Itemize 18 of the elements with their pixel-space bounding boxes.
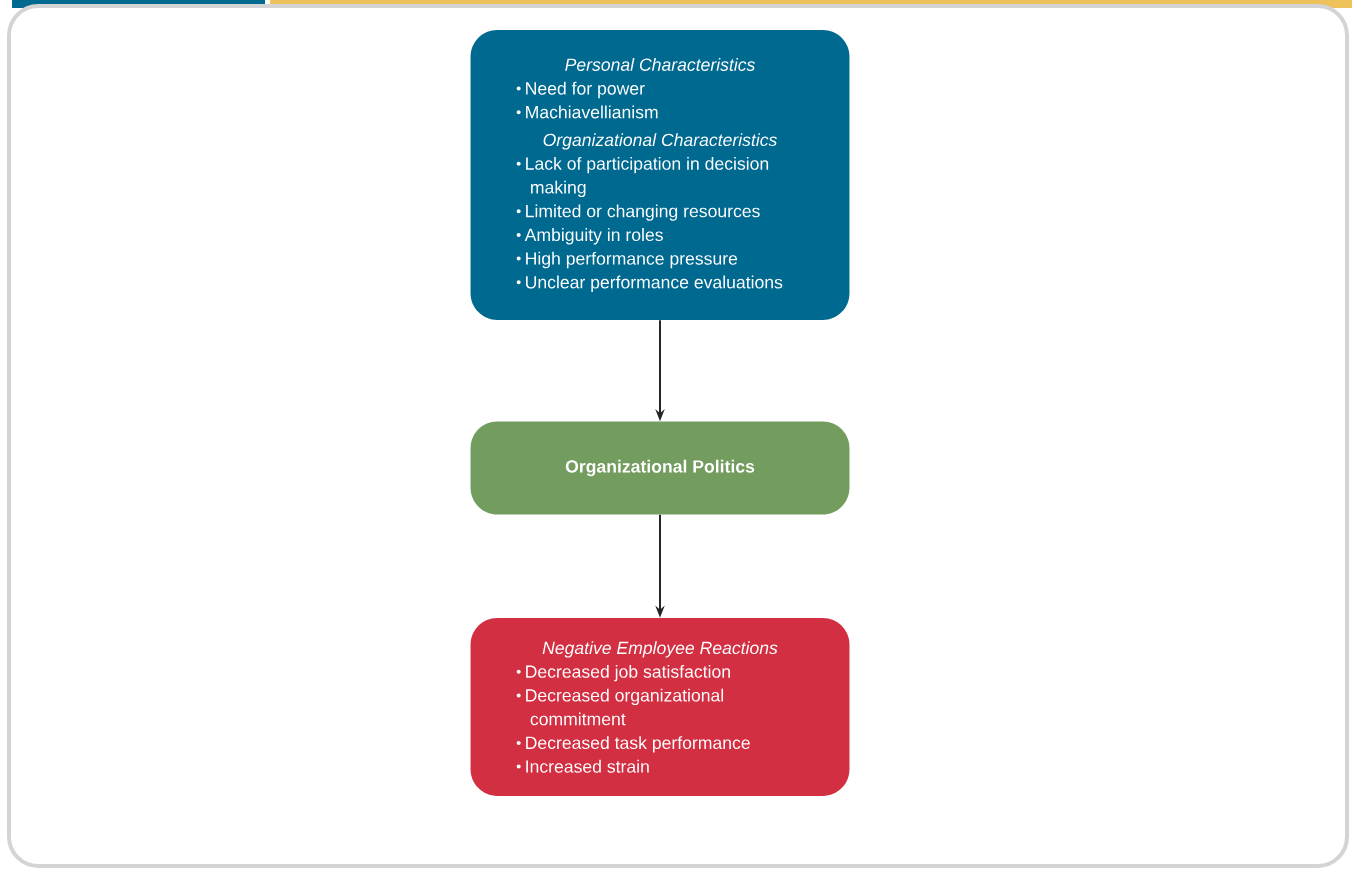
- bullet-item: Lack of participation in decision making: [516, 156, 769, 198]
- bullet-item: Decreased task performance: [516, 736, 750, 753]
- bullet-item: Unclear performance evaluations: [516, 275, 783, 292]
- process-box: [470, 618, 850, 796]
- bullet-item: Decreased organizational commitment: [516, 688, 724, 726]
- process-box: [470, 421, 850, 515]
- bullet-item: Ambiguity in roles: [516, 228, 663, 245]
- process-box: [470, 30, 850, 320]
- section-heading: Negative Employee Reactions: [542, 641, 778, 658]
- bullet-item: Machiavellianism: [516, 105, 658, 119]
- bullet-item: Decreased job satisfaction: [516, 664, 730, 682]
- box-title: Organizational Politics: [565, 459, 755, 477]
- bullet-item: Increased strain: [516, 759, 649, 773]
- section-heading: Personal Characteristics: [565, 58, 755, 71]
- bullet-item: High performance pressure: [516, 251, 738, 269]
- bullet-item: Limited or changing resources: [516, 204, 760, 221]
- section-heading: Organizational Characteristics: [543, 133, 777, 150]
- bullet-item: Need for power: [516, 81, 645, 99]
